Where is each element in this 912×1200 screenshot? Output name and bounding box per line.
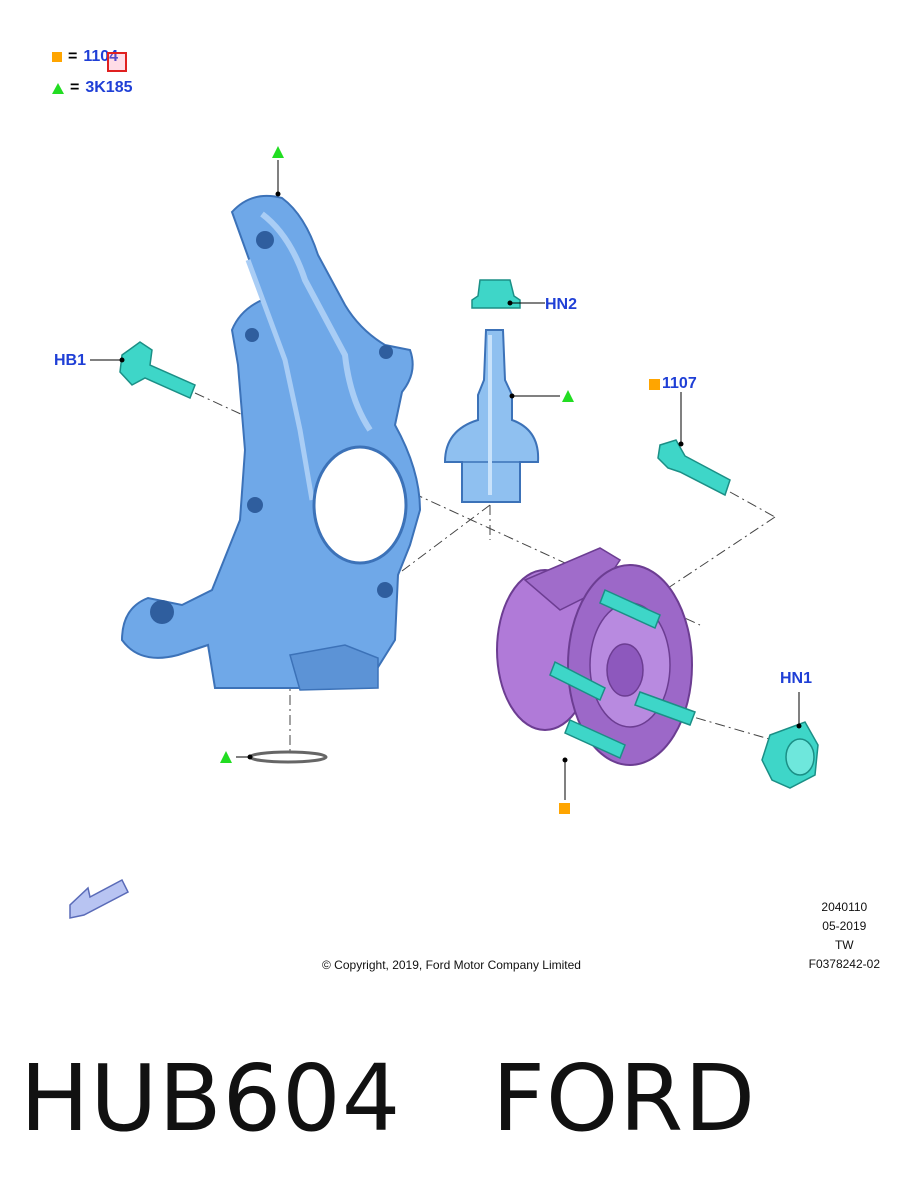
- hn2-nut[interactable]: [471, 279, 545, 309]
- callout-hb1[interactable]: HB1: [54, 352, 87, 369]
- hn1-nut[interactable]: [761, 692, 819, 789]
- legend-equals: =: [70, 79, 80, 96]
- callout-1107[interactable]: 1107: [662, 375, 697, 392]
- exploded-parts-diagram: [69, 146, 819, 919]
- part-number: HUB604: [20, 1045, 402, 1152]
- reference-markers: [220, 146, 660, 814]
- triangle-marker-icon: [220, 751, 232, 763]
- square-marker-icon: [649, 379, 660, 390]
- copyright-notice: © Copyright, 2019, Ford Motor Company Li…: [322, 958, 581, 972]
- triangle-marker-icon: [52, 82, 64, 94]
- drawing-region: TW: [834, 938, 854, 952]
- drawing-number: 2040110: [821, 900, 868, 914]
- ball-joint[interactable]: [443, 329, 540, 503]
- hb1-bolt[interactable]: [90, 341, 196, 400]
- legend-equals: =: [68, 48, 78, 65]
- callout-hn1[interactable]: HN1: [780, 670, 813, 687]
- wheel-hub-assembly[interactable]: [496, 547, 696, 800]
- selection-highlight-box: [107, 52, 127, 72]
- triangle-marker-icon: [272, 146, 284, 158]
- drawing-metadata: 2040110 05-2019 TW F0378242-02: [809, 898, 880, 974]
- part-caption: HUB604 FORD: [20, 1045, 756, 1152]
- bolt-1107[interactable]: [657, 392, 731, 497]
- brand-name: FORD: [491, 1045, 757, 1152]
- snap-ring[interactable]: [236, 750, 328, 764]
- triangle-marker-icon: [562, 390, 574, 402]
- steering-knuckle[interactable]: [120, 194, 422, 691]
- callout-hn2[interactable]: HN2: [545, 296, 578, 313]
- legend-code-3k185[interactable]: 3K185: [85, 79, 133, 96]
- drawing-date: 05-2019: [822, 919, 867, 933]
- square-marker-icon: [559, 803, 570, 814]
- square-marker-icon: [52, 52, 62, 62]
- orientation-arrow-icon: [69, 878, 130, 919]
- drawing-id: F0378242-02: [808, 957, 880, 971]
- legend-item-3k185: = 3K185: [52, 79, 133, 97]
